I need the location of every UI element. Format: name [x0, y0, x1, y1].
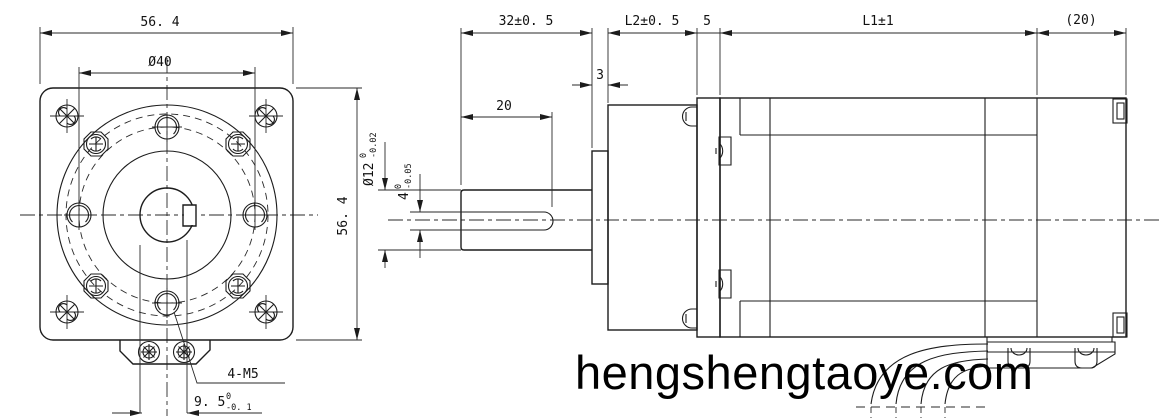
dim-label-flat-width-tol-lower: -0. 1 [226, 403, 252, 413]
dim-label-shaft-diameter-tol-upper: 0 [359, 153, 369, 158]
shaft [460, 189, 592, 251]
dim-shaft-flat-length: 20 [461, 99, 552, 120]
dim-rear-housing-length: (20) [1037, 13, 1126, 36]
mounting-holes-label: 4-M5 [227, 367, 258, 382]
dim-label-motor-body-length: L1±1 [862, 14, 893, 29]
connector-terminal-2 [1074, 347, 1098, 369]
gearbox-screw-bottom [681, 308, 697, 329]
watermark-text: hengshengtaoye.com [575, 346, 1034, 399]
motor-body [715, 97, 1128, 338]
dim-label-flat-width: 9. 5 [194, 395, 225, 410]
lead-wires [856, 343, 989, 418]
dim-flange-thickness: 5 [697, 14, 720, 34]
flat-projection-lines [139, 240, 188, 413]
front-flange-outline [39, 87, 294, 341]
dim-label-flange-height: 56. 4 [336, 196, 351, 235]
dim-label-flat-width-tol-upper: 0 [226, 392, 231, 402]
rear-clip-top [1112, 98, 1128, 124]
connector-block [986, 337, 1116, 369]
front-flange-plate [696, 97, 721, 338]
dim-bolt-circle: Ø40 [78, 55, 256, 203]
dim-label-rear-housing-length: (20) [1065, 13, 1096, 28]
side-view: 32±0. 5 L2±0. 5 5 L1±1 (20) [359, 13, 1160, 418]
dim-label-flange-thickness: 5 [703, 14, 711, 29]
mounting-holes-callout: 4-M5 [173, 311, 285, 384]
dim-label-shaft-diameter-tol-lower: -0.02 [369, 132, 379, 158]
gearbox-housing [607, 104, 698, 331]
endcap-screw-top [715, 136, 732, 166]
bottom-tab [119, 340, 211, 365]
corner-screws [49, 98, 284, 330]
rear-clip-bottom [1112, 312, 1128, 338]
front-view: 56. 4 Ø40 56. 4 4-M5 [20, 15, 362, 416]
shaft-keyway-notch [182, 204, 197, 227]
dim-label-shaft-flat-depth-tol-lower: -0.05 [404, 163, 414, 189]
dim-label-flange-width: 56. 4 [140, 15, 179, 30]
dim-shaft-flat-depth: 4 0 -0.05 [394, 163, 463, 258]
shaft-flat [463, 211, 554, 231]
dim-label-bolt-circle: Ø40 [148, 55, 171, 70]
endcap-screw-bottom [715, 269, 732, 299]
dim-shaft-extension: 32±0. 5 [461, 14, 592, 36]
dim-label-pilot-boss: 3 [596, 68, 604, 83]
dim-pilot-boss: 3 [572, 68, 628, 88]
dim-label-shaft-extension: 32±0. 5 [499, 14, 554, 29]
dim-label-shaft-diameter: Ø12 [362, 163, 377, 186]
dim-label-shaft-flat-depth: 4 [397, 192, 412, 200]
dim-gearbox-length: L2±0. 5 [608, 14, 697, 36]
connector-terminal-1 [1007, 347, 1031, 369]
pilot-boss [591, 150, 609, 285]
dim-flange-height: 56. 4 [296, 87, 362, 341]
dim-label-shaft-flat-length: 20 [496, 99, 512, 114]
dim-shaft-diameter: Ø12 0 -0.02 [359, 132, 461, 268]
dim-label-shaft-flat-depth-tol-upper: 0 [394, 184, 404, 189]
dim-shaft-flat-width: 9. 5 0 -0. 1 [112, 392, 262, 416]
front-view-centerlines [20, 58, 318, 416]
dim-motor-body-length: L1±1 [720, 14, 1037, 36]
side-extension-lines [460, 28, 1127, 207]
dim-flange-width: 56. 4 [39, 15, 294, 84]
gearbox-screw-top [681, 106, 697, 127]
dim-label-gearbox-length: L2±0. 5 [625, 14, 680, 29]
